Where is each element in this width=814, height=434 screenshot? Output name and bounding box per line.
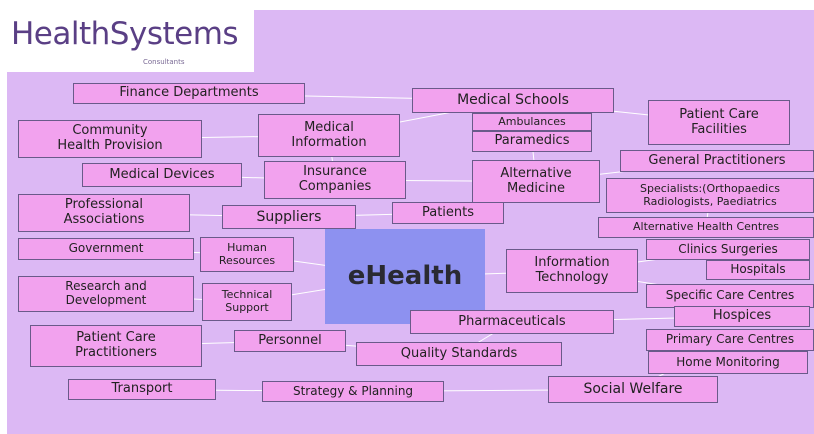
node-altmed: Alternative Medicine xyxy=(472,160,600,203)
node-homemon: Home Monitoring xyxy=(648,351,808,374)
node-personnel: Personnel xyxy=(234,330,346,352)
node-genprac: General Practitioners xyxy=(620,150,814,172)
node-finance: Finance Departments xyxy=(73,83,305,104)
healthsystems-logo: HealthSystems Consultants xyxy=(7,10,254,72)
node-specialists: Specialists:(Orthopaedics Radiologists, … xyxy=(606,178,814,213)
node-patients: Patients xyxy=(392,202,504,224)
node-techsupport: Technical Support xyxy=(202,283,292,321)
node-transport: Transport xyxy=(68,379,216,400)
node-hospices: Hospices xyxy=(674,306,810,327)
node-strategy: Strategy & Planning xyxy=(262,381,444,402)
node-patientcarefac: Patient Care Facilities xyxy=(648,100,790,145)
node-pharma: Pharmaceuticals xyxy=(410,310,614,334)
node-government: Government xyxy=(18,238,194,260)
node-insurance: Insurance Companies xyxy=(264,161,406,199)
logo-title: HealthSystems xyxy=(11,16,239,52)
node-socialwelfare: Social Welfare xyxy=(548,376,718,403)
node-althealth: Alternative Health Centres xyxy=(598,217,814,238)
node-infotech: Information Technology xyxy=(506,249,638,293)
node-research: Research and Development xyxy=(18,276,194,312)
node-medinfo: Medical Information xyxy=(258,114,400,157)
node-profassoc: Professional Associations xyxy=(18,194,190,232)
node-paramedics: Paramedics xyxy=(472,131,592,152)
node-clinics: Clinics Surgeries xyxy=(646,239,810,260)
node-meddevices: Medical Devices xyxy=(82,163,242,187)
logo-subtitle: Consultants xyxy=(143,58,185,66)
node-primarycare: Primary Care Centres xyxy=(646,329,814,351)
node-community: Community Health Provision xyxy=(18,120,202,158)
node-specificcare: Specific Care Centres xyxy=(646,284,814,308)
node-ambulances: Ambulances xyxy=(472,113,592,131)
node-hospitals: Hospitals xyxy=(706,260,810,280)
node-patientcareprac: Patient Care Practitioners xyxy=(30,325,202,367)
node-humanres: Human Resources xyxy=(200,237,294,272)
node-ehealth: eHealth xyxy=(325,229,485,324)
node-quality: Quality Standards xyxy=(356,342,562,366)
node-suppliers: Suppliers xyxy=(222,205,356,229)
node-medschools: Medical Schools xyxy=(412,88,614,113)
